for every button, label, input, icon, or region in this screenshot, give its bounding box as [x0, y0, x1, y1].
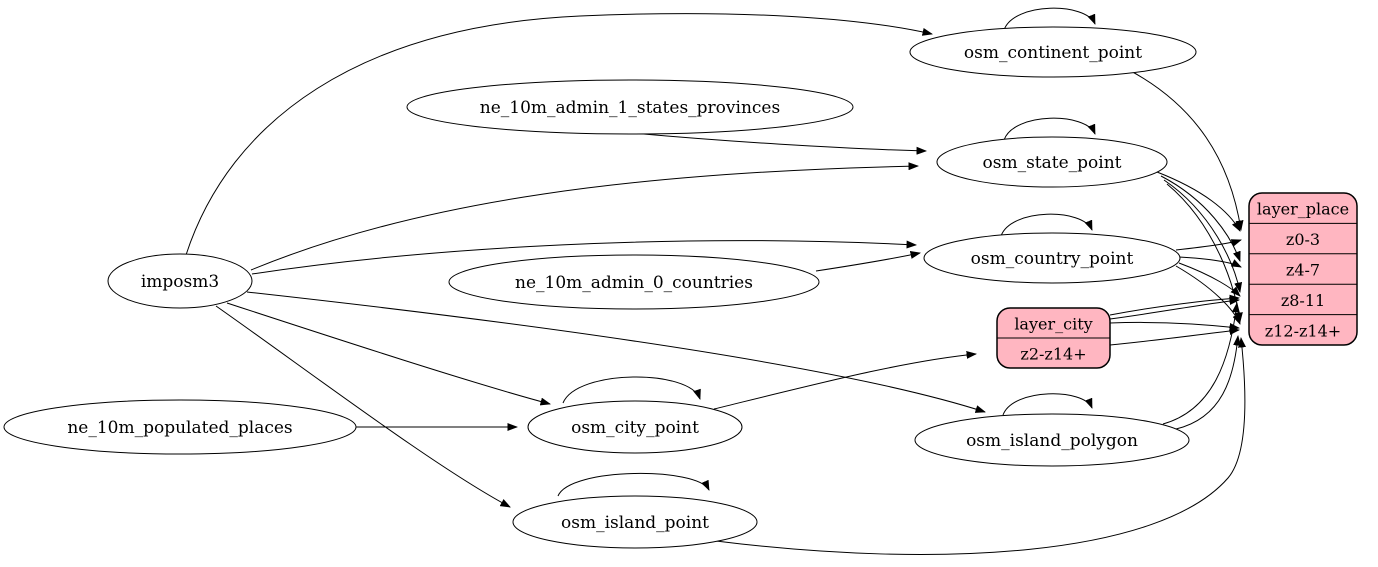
edge-ne_10m_admin_0_countries-to-osm_country_point: [815, 251, 921, 272]
node-label-ne_10m_populated_places: ne_10m_populated_places: [67, 418, 292, 438]
records-layer: layer_place z0-3 z4-7 z8-11 z12-z14+ layer_ci…: [996, 192, 1358, 369]
node-shape-osm_continent_point: [909, 26, 1197, 78]
edge-osm_island_polygon-to-osm_island_polygon: [1002, 393, 1093, 416]
node-ne_10m_admin_1_states_provinces: ne_10m_admin_1_states_provinces: [406, 79, 854, 135]
edge-imposm3-to-osm_island_point: [215, 305, 511, 508]
edge-osm_country_point-to-layer_place:z4-7: [1178, 256, 1242, 268]
record-row-layer_place-z8-11: z8-11: [1281, 291, 1325, 310]
node-ne_10m_admin_0_countries: ne_10m_admin_0_countries: [448, 254, 820, 310]
node-label-osm_continent_point: osm_continent_point: [964, 43, 1142, 63]
record-shape-layer_place: [1248, 192, 1358, 346]
node-osm_island_polygon: osm_island_polygon: [914, 413, 1190, 467]
node-label-osm_country_point: osm_country_point: [971, 249, 1134, 269]
node-osm_state_point: osm_state_point: [936, 136, 1168, 188]
record-layer_city: layer_city z2-z14+: [996, 307, 1111, 369]
record-row-layer_place-z0-3: z0-3: [1286, 230, 1320, 249]
edge-osm_country_point-to-osm_country_point: [1000, 213, 1093, 237]
node-ne_10m_populated_places: ne_10m_populated_places: [3, 399, 357, 455]
node-label-osm_island_point: osm_island_point: [561, 513, 709, 533]
edge-osm_continent_point-to-osm_continent_point: [1003, 7, 1096, 31]
edge-imposm3-to-osm_state_point: [250, 162, 919, 271]
node-label-ne_10m_admin_0_countries: ne_10m_admin_0_countries: [515, 273, 753, 293]
edge-osm_state_point-to-layer_place:z8-11: [1163, 179, 1243, 293]
node-shape-imposm3: [107, 253, 253, 309]
edge-imposm3-to-osm_city_point: [226, 302, 551, 406]
edge-osm_island_polygon-to-layer_place:z8-11: [1162, 302, 1240, 425]
node-shape-osm_island_polygon: [914, 413, 1190, 467]
node-shape-osm_island_point: [512, 495, 758, 549]
edge-imposm3-to-osm_continent_point: [185, 13, 933, 256]
edge-osm_state_point-to-layer_place:z4-7: [1160, 175, 1241, 262]
edge-osm_country_point-to-layer_place:z8-11: [1178, 262, 1241, 297]
node-label-osm_city_point: osm_city_point: [571, 418, 699, 438]
edge-imposm3-to-osm_country_point: [251, 240, 917, 275]
edges-layer: [185, 7, 1247, 555]
node-shape-ne_10m_admin_0_countries: [448, 254, 820, 310]
edge-osm_country_point-to-layer_place:z0-3: [1175, 239, 1242, 251]
edge-layer_city-to-layer_place:z12-z14: [1109, 326, 1240, 346]
node-imposm3: imposm3: [107, 253, 253, 309]
node-label-imposm3: imposm3: [141, 272, 219, 292]
record-row-layer_place-z4-7: z4-7: [1286, 261, 1320, 280]
edge-layer_city-to-layer_place:z8-11: [1109, 297, 1240, 320]
edge-layer_city-to-layer_place:z12-z14: [1109, 321, 1240, 331]
node-osm_island_point: osm_island_point: [512, 495, 758, 549]
record-row-layer_place-z12-z14: z12-z14+: [1265, 321, 1341, 340]
edge-osm_continent_point-to-layer_place:z0-3: [1128, 69, 1244, 231]
record-row-layer_city-z2-z14: z2-z14+: [1020, 345, 1086, 364]
edge-osm_island_polygon-to-layer_place:z12-z14: [1175, 335, 1242, 430]
edge-osm_state_point-to-layer_place:z0-3: [1156, 171, 1241, 232]
node-label-osm_island_polygon: osm_island_polygon: [966, 431, 1138, 451]
node-shape-osm_state_point: [936, 136, 1168, 188]
node-osm_country_point: osm_country_point: [923, 232, 1181, 284]
edge-osm_city_point-to-osm_city_point: [562, 376, 701, 404]
edge-osm_state_point-to-osm_state_point: [1003, 117, 1096, 141]
edge-osm_island_point-to-osm_island_point: [557, 473, 710, 497]
node-osm_continent_point: osm_continent_point: [909, 26, 1197, 78]
record-layer_place: layer_place z0-3 z4-7 z8-11 z12-z14+: [1248, 192, 1358, 346]
edge-osm_city_point-to-layer_city:z2-z14: [713, 350, 977, 410]
node-label-osm_state_point: osm_state_point: [983, 153, 1122, 173]
edge-osm_island_point-to-layer_place:z12-z14: [715, 337, 1247, 555]
edge-osm_country_point-to-layer_place:z12-z14: [1175, 265, 1241, 325]
nodes-layer: imposm3 ne_10m_admin_1_states_provincesne…: [3, 26, 1197, 549]
record-row-layer_place-layer_place_header: layer_place: [1257, 200, 1349, 219]
node-shape-osm_city_point: [527, 400, 743, 454]
node-osm_city_point: osm_city_point: [527, 400, 743, 454]
node-label-ne_10m_admin_1_states_provinces: ne_10m_admin_1_states_provinces: [480, 98, 780, 118]
node-shape-ne_10m_populated_places: [3, 399, 357, 455]
edge-imposm3-to-osm_island_polygon: [246, 291, 986, 413]
node-shape-ne_10m_admin_1_states_provinces: [406, 79, 854, 135]
node-shape-osm_country_point: [923, 232, 1181, 284]
record-row-layer_city-layer_city_header: layer_city: [1014, 315, 1092, 334]
edge-layer_city-to-layer_place:z8-11: [1109, 294, 1240, 316]
